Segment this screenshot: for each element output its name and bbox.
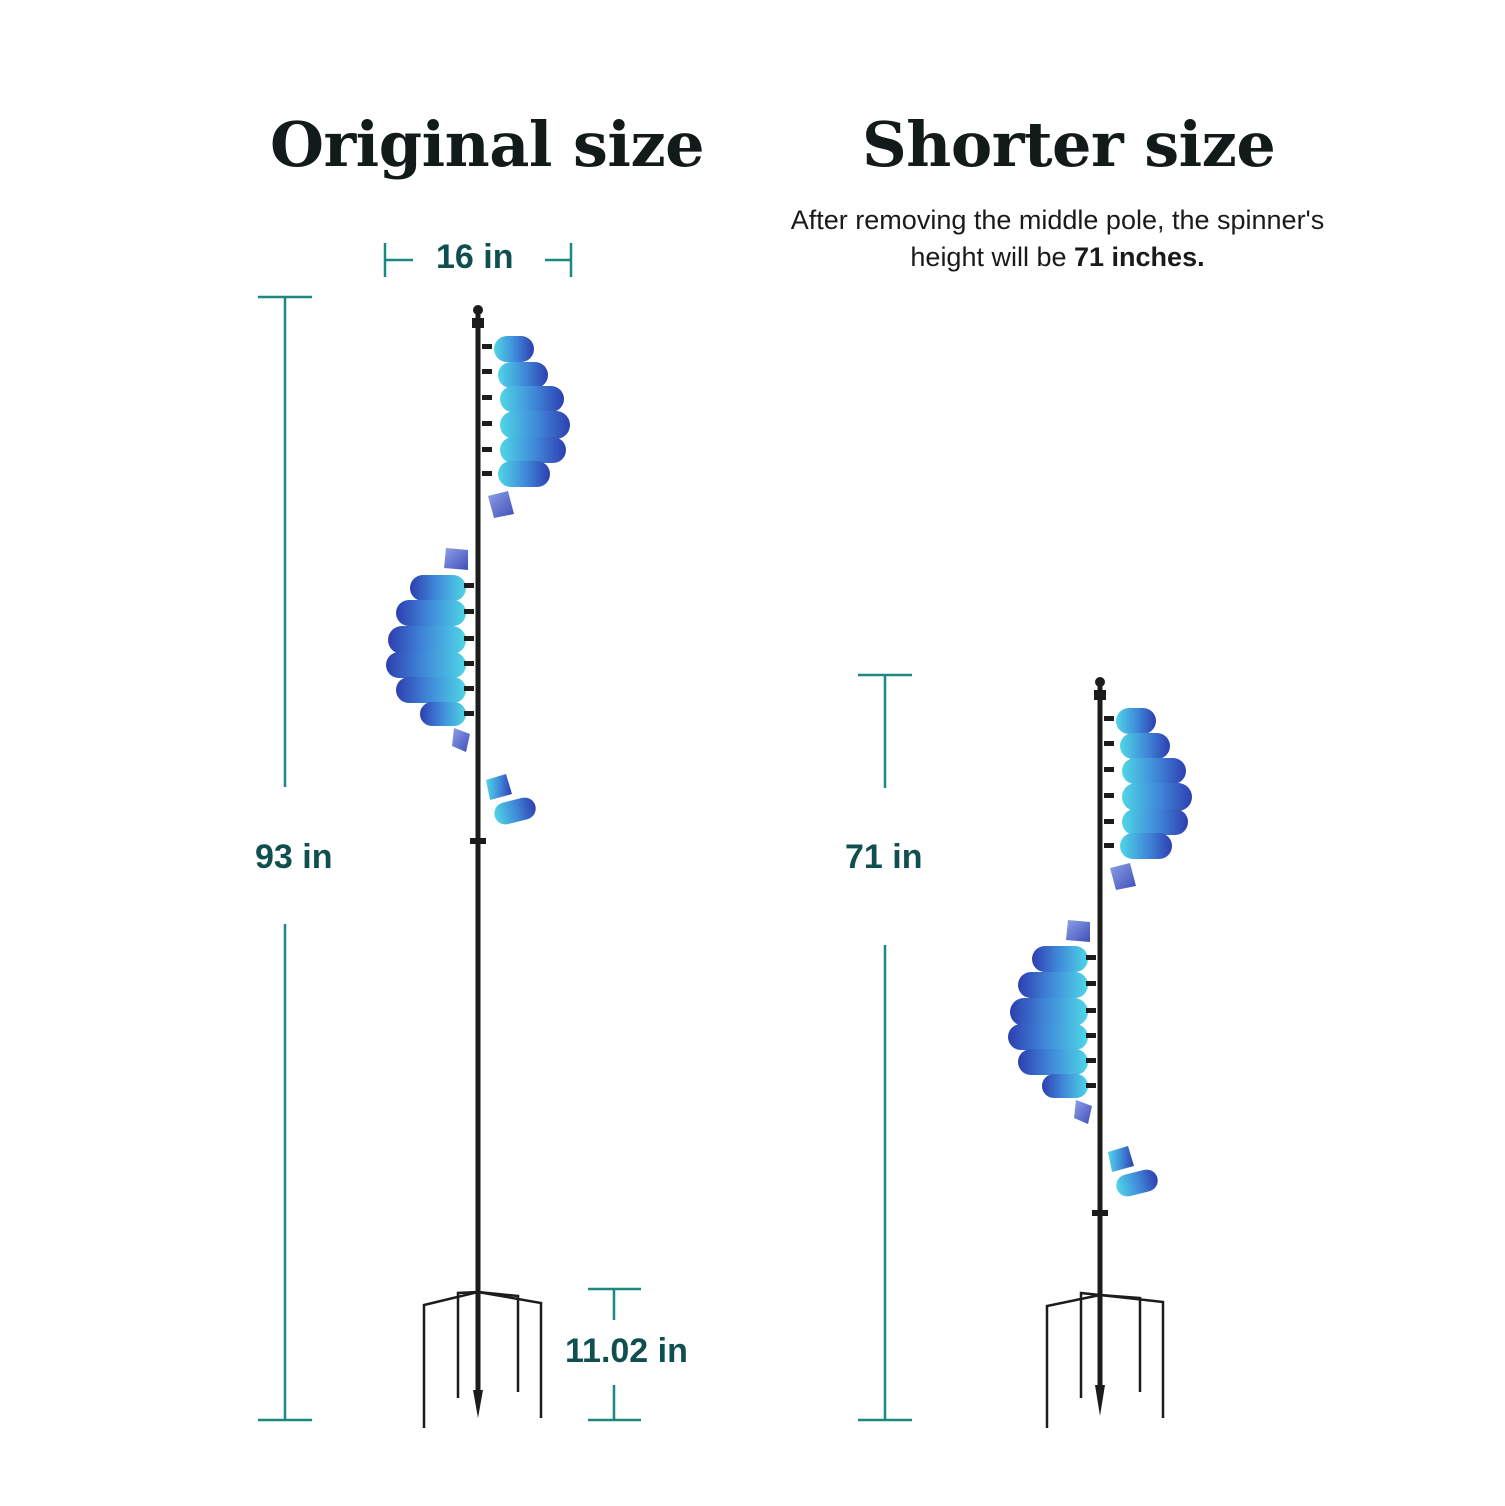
- width-dimension-label: 16 in: [436, 238, 514, 276]
- description-bold: 71 inches.: [1074, 242, 1205, 272]
- shorter-height-label: 71 in: [845, 838, 923, 876]
- stake-dimension: [588, 1287, 641, 1422]
- stake-height-label: 11.02 in: [565, 1332, 688, 1370]
- shorter-height-dimension: [858, 673, 912, 1422]
- wind-spinner-original: [386, 305, 570, 1428]
- description-text: After removing the middle pole, the spin…: [790, 205, 1325, 272]
- title-original-size: Original size: [270, 108, 705, 181]
- shorter-size-description: After removing the middle pole, the spin…: [780, 202, 1335, 276]
- wind-spinner-shorter: [1008, 677, 1192, 1428]
- original-height-label: 93 in: [255, 838, 333, 876]
- title-shorter-size: Shorter size: [862, 108, 1276, 181]
- width-dimension: [383, 243, 573, 277]
- original-height-dimension: [258, 295, 312, 1422]
